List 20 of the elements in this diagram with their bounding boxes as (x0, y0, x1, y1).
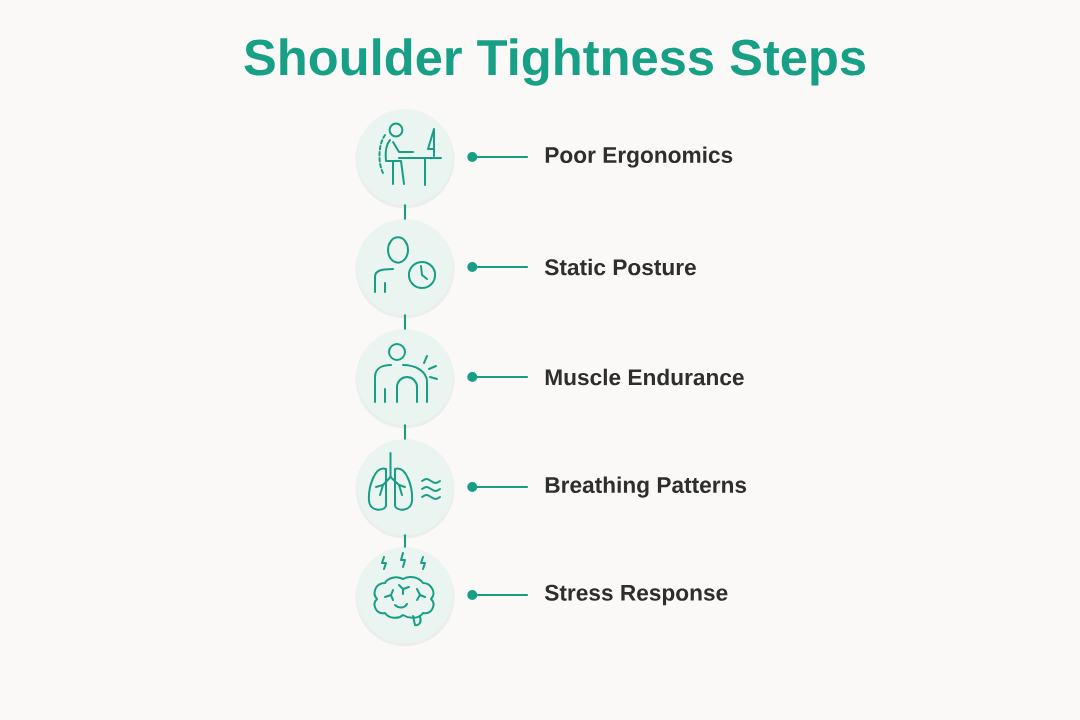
connector (467, 372, 529, 382)
icon-circle (355, 329, 455, 429)
title: Shoulder Tightness Steps (244, 38, 865, 86)
connector (403, 424, 407, 440)
connector (467, 590, 529, 600)
icon-circle (355, 547, 455, 647)
icon-circle (355, 109, 455, 209)
step-label: Poor Ergonomics (545, 146, 733, 168)
step-label: Muscle Endurance (545, 368, 744, 386)
connector (467, 152, 529, 162)
step-label: Stress Response (544, 584, 728, 606)
icon-circle (355, 439, 455, 539)
connector (403, 534, 407, 548)
connector (403, 204, 407, 220)
connector (467, 262, 529, 272)
connector (403, 314, 407, 330)
connector (467, 482, 529, 492)
icon-circle (355, 219, 455, 319)
step-label: Breathing Patterns (545, 476, 747, 498)
step-label: Static Posture (544, 258, 696, 276)
